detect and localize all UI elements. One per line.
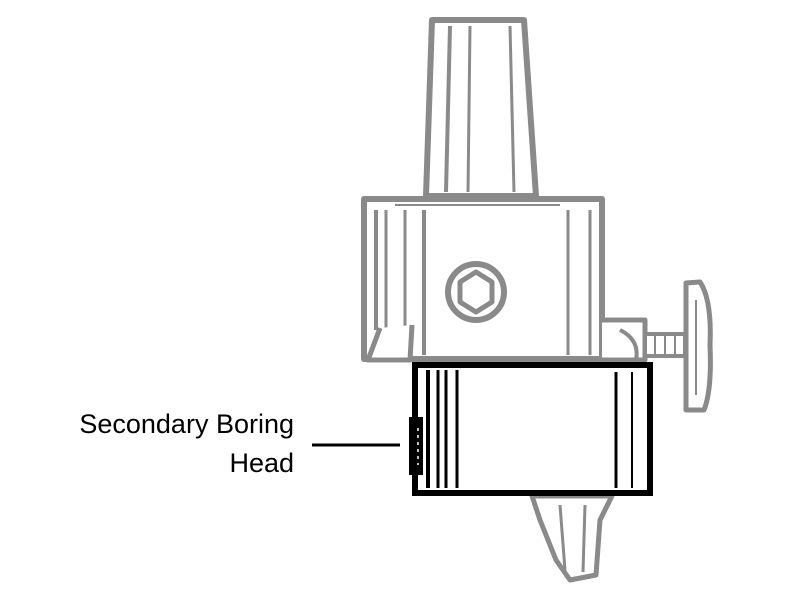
taper-shank [423,17,539,199]
adjustment-knob [683,279,713,413]
label-head: Head [229,448,294,478]
boring-bar [529,493,615,583]
label-secondary-boring: Secondary Boring [79,409,294,439]
secondary-boring-head [409,362,653,496]
